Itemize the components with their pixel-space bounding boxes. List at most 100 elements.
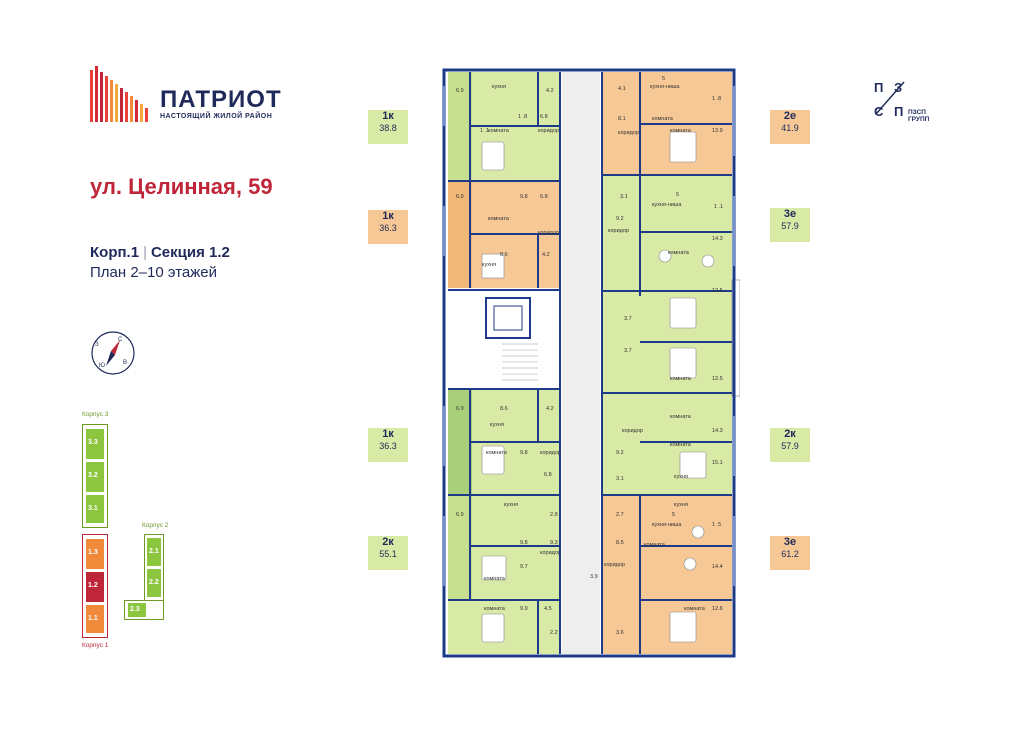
section-3-3: 3.3 [88,439,98,446]
area-num: 4.2 [542,252,550,258]
apartment-area: 36.3 [379,223,397,233]
area-num: 15.1 [712,460,723,466]
compass-north: С [118,337,123,343]
section-label: Секция 1.2 [150,244,230,261]
area-num: 8.6 [500,252,508,258]
area-num: 2.8 [550,512,558,518]
area-num: 9.8 [520,540,528,546]
dev-letter-4: П [894,104,903,119]
room-label-kitchen: кухня [490,422,504,428]
separator: | [143,244,147,261]
area-num: 1 .8 [518,114,528,120]
area-num: 4.1 [618,86,626,92]
area-num: 5 [676,192,680,198]
area-num: 3.7 [624,348,632,354]
area-num: 6.8 [540,114,548,120]
floors-plan-label: План 2–10 этажей [90,264,217,281]
building-info: Корп.1|Секция 1.2 [90,244,230,261]
dev-letter-2: З [894,80,902,95]
area-num: 6.9 [456,88,464,94]
site-plan-korpus1: 1.3 1.2 1.1 [82,534,108,638]
room-label-kitchen-niche: кухня-ниша [650,84,680,90]
area-num: 9.8 [520,450,528,456]
dev-letter-1: П [874,80,883,95]
brand-logo-icon [90,66,148,122]
apartment-area: 41.9 [781,123,799,133]
section-1-2: 1.2 [88,582,98,589]
area-num: 6.9 [456,194,464,200]
brand-name: ПАТРИОТ [160,86,282,113]
room-label-kitchen-niche: кухня-ниша [652,522,682,528]
apartment-area: 36.3 [379,441,397,451]
area-num: 12.5 [712,376,723,382]
site-korpus1-label: Корпус 1 [82,642,109,649]
room-label-room: комната [668,250,689,256]
area-num: 12.6 [712,606,723,612]
area-num: 4.2 [546,88,554,94]
area-num: 4.5 [544,606,552,612]
room-label-kitchen: кухня [492,84,506,90]
section-1-3: 1.3 [88,549,98,556]
developer-logo: П З С П [870,76,940,122]
developer-logo-icon: П З С П [874,80,905,119]
apartment-type: 2к [382,536,394,548]
area-num: 9.8 [520,194,528,200]
apartment-area: 61.2 [781,549,799,559]
room-label-room: комната [670,128,691,134]
apartment-area: 55.1 [379,549,397,559]
area-num: 8.5 [616,540,624,546]
area-num: 1 .8 [712,96,722,102]
section-2-1: 2.1 [149,548,159,555]
area-num: 6.8 [544,472,552,478]
area-num: 9.2 [616,450,624,456]
area-num: 9.3 [550,540,558,546]
area-num: 3.7 [624,316,632,322]
room-label-corridor: коридор [604,562,625,568]
room-label-corridor: коридор [538,230,559,236]
area-num: 9.2 [616,216,624,222]
apt-2k-57-floor [602,394,732,494]
room-label-room: комната [684,606,705,612]
address-title: ул. Целинная, 59 [90,174,273,199]
site-korpus3-label: Корпус 3 [82,411,109,418]
compass-east: В [123,360,128,366]
area-num: 4.2 [546,406,554,412]
room-label-kitchen: кухня [674,474,688,480]
area-num: 3.6 [616,630,624,636]
section-2-3: 2.3 [130,606,140,613]
room-label-room: комната [486,450,507,456]
area-num: 9.9 [520,606,528,612]
area-num: 12.5 [712,288,723,294]
apartment-type: 3е [783,208,797,220]
section-2-2: 2.2 [149,579,159,586]
section-3-1: 3.1 [88,505,98,512]
room-label-corridor: коридор [540,450,561,456]
room-label-room: комната [670,414,691,420]
room-label-room: комната [488,216,509,222]
area-num: 2.2 [550,630,558,636]
apartment-type: 1к [382,428,394,440]
room-label-room: комната [484,606,505,612]
area-num: 1 .1 [714,204,724,210]
room-label-room: комната [484,576,505,582]
dev-letter-3: С [874,104,884,119]
apartment-type: 2к [784,428,796,440]
compass: С В Ю З [90,330,136,376]
room-label-corridor: коридор [608,228,629,234]
room-label-room: комната [488,128,509,134]
area-num: 6.9 [456,512,464,518]
site-korpus2-label: Корпус 2 [142,522,169,529]
room-label-room: комната [652,116,673,122]
compass-south: Ю [99,363,106,369]
room-label-corridor: коридор [538,128,559,134]
apt-3e-61-floor [602,496,732,654]
site-plan-korpus3: 3.3 3.2 3.1 [82,424,108,528]
